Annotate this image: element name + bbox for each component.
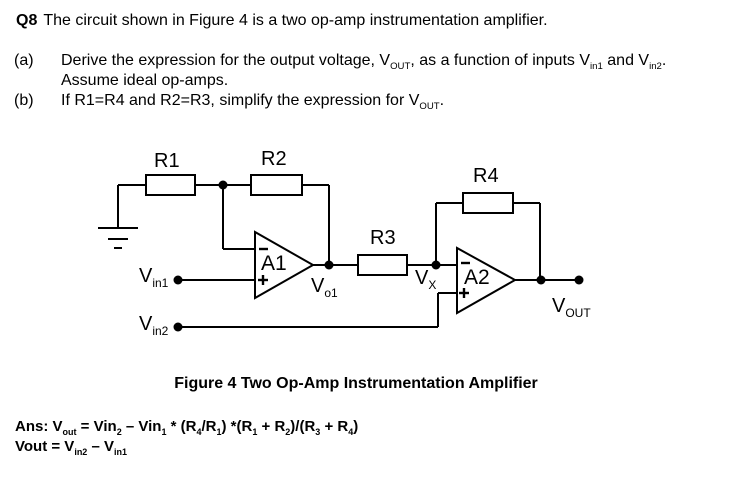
node-dot-r1-r2-junction bbox=[218, 180, 228, 190]
question-number: Q8 bbox=[16, 12, 38, 29]
part-a-line1: Derive the expression for the output vol… bbox=[61, 52, 667, 73]
r2-label: R2 bbox=[261, 148, 287, 170]
figure-caption: Figure 4 Two Op-Amp Instrumentation Ampl… bbox=[174, 375, 538, 392]
node-dot-a2-output bbox=[536, 275, 546, 285]
vin1-label: Vin1 bbox=[139, 265, 169, 290]
resistor-r1 bbox=[145, 174, 196, 196]
node-dot-vo1 bbox=[324, 260, 334, 270]
resistor-r2 bbox=[250, 174, 303, 196]
node-dot-vx bbox=[431, 260, 441, 270]
vo1-label: Vo1 bbox=[311, 275, 338, 300]
opamp-a2-triangle bbox=[456, 246, 518, 315]
resistor-r3 bbox=[357, 254, 408, 276]
r4-label: R4 bbox=[473, 165, 499, 187]
part-b-label: (b) bbox=[14, 92, 34, 109]
r1-label: R1 bbox=[154, 150, 180, 172]
vx-label: VX bbox=[415, 267, 437, 292]
ground-icon bbox=[98, 185, 138, 249]
wires-top-rail bbox=[118, 184, 330, 265]
opamp-a1-triangle bbox=[254, 230, 316, 300]
a1-label: A1 bbox=[261, 252, 287, 275]
answer-line1: Ans: Vout = Vin2 – Vin1 * (R4/R1) *(R1 +… bbox=[15, 418, 359, 437]
question-intro: The circuit shown in Figure 4 is a two o… bbox=[43, 12, 548, 29]
wire-vin2 bbox=[178, 292, 458, 328]
part-a-line2: Assume ideal op-amps. bbox=[61, 72, 229, 89]
vout-label: VOUT bbox=[552, 295, 591, 320]
terminal-dot-vin2 bbox=[173, 322, 183, 332]
a2-plus-icon bbox=[459, 288, 469, 298]
resistor-r4 bbox=[462, 192, 514, 214]
r3-label: R3 bbox=[370, 227, 396, 249]
part-b-line1: If R1=R4 and R2=R3, simplify the express… bbox=[61, 92, 445, 113]
part-a-label: (a) bbox=[14, 52, 34, 69]
vin2-label: Vin2 bbox=[139, 313, 169, 338]
question-title: Q8 The circuit shown in Figure 4 is a two… bbox=[16, 11, 548, 31]
wires-feedback-r4 bbox=[435, 202, 541, 280]
a1-plus-icon bbox=[258, 275, 268, 285]
terminal-dot-vin1 bbox=[173, 275, 183, 285]
answer-line2: Vout = Vin2 – Vin1 bbox=[15, 438, 128, 457]
terminal-dot-vout bbox=[574, 275, 584, 285]
a2-label: A2 bbox=[464, 266, 490, 289]
